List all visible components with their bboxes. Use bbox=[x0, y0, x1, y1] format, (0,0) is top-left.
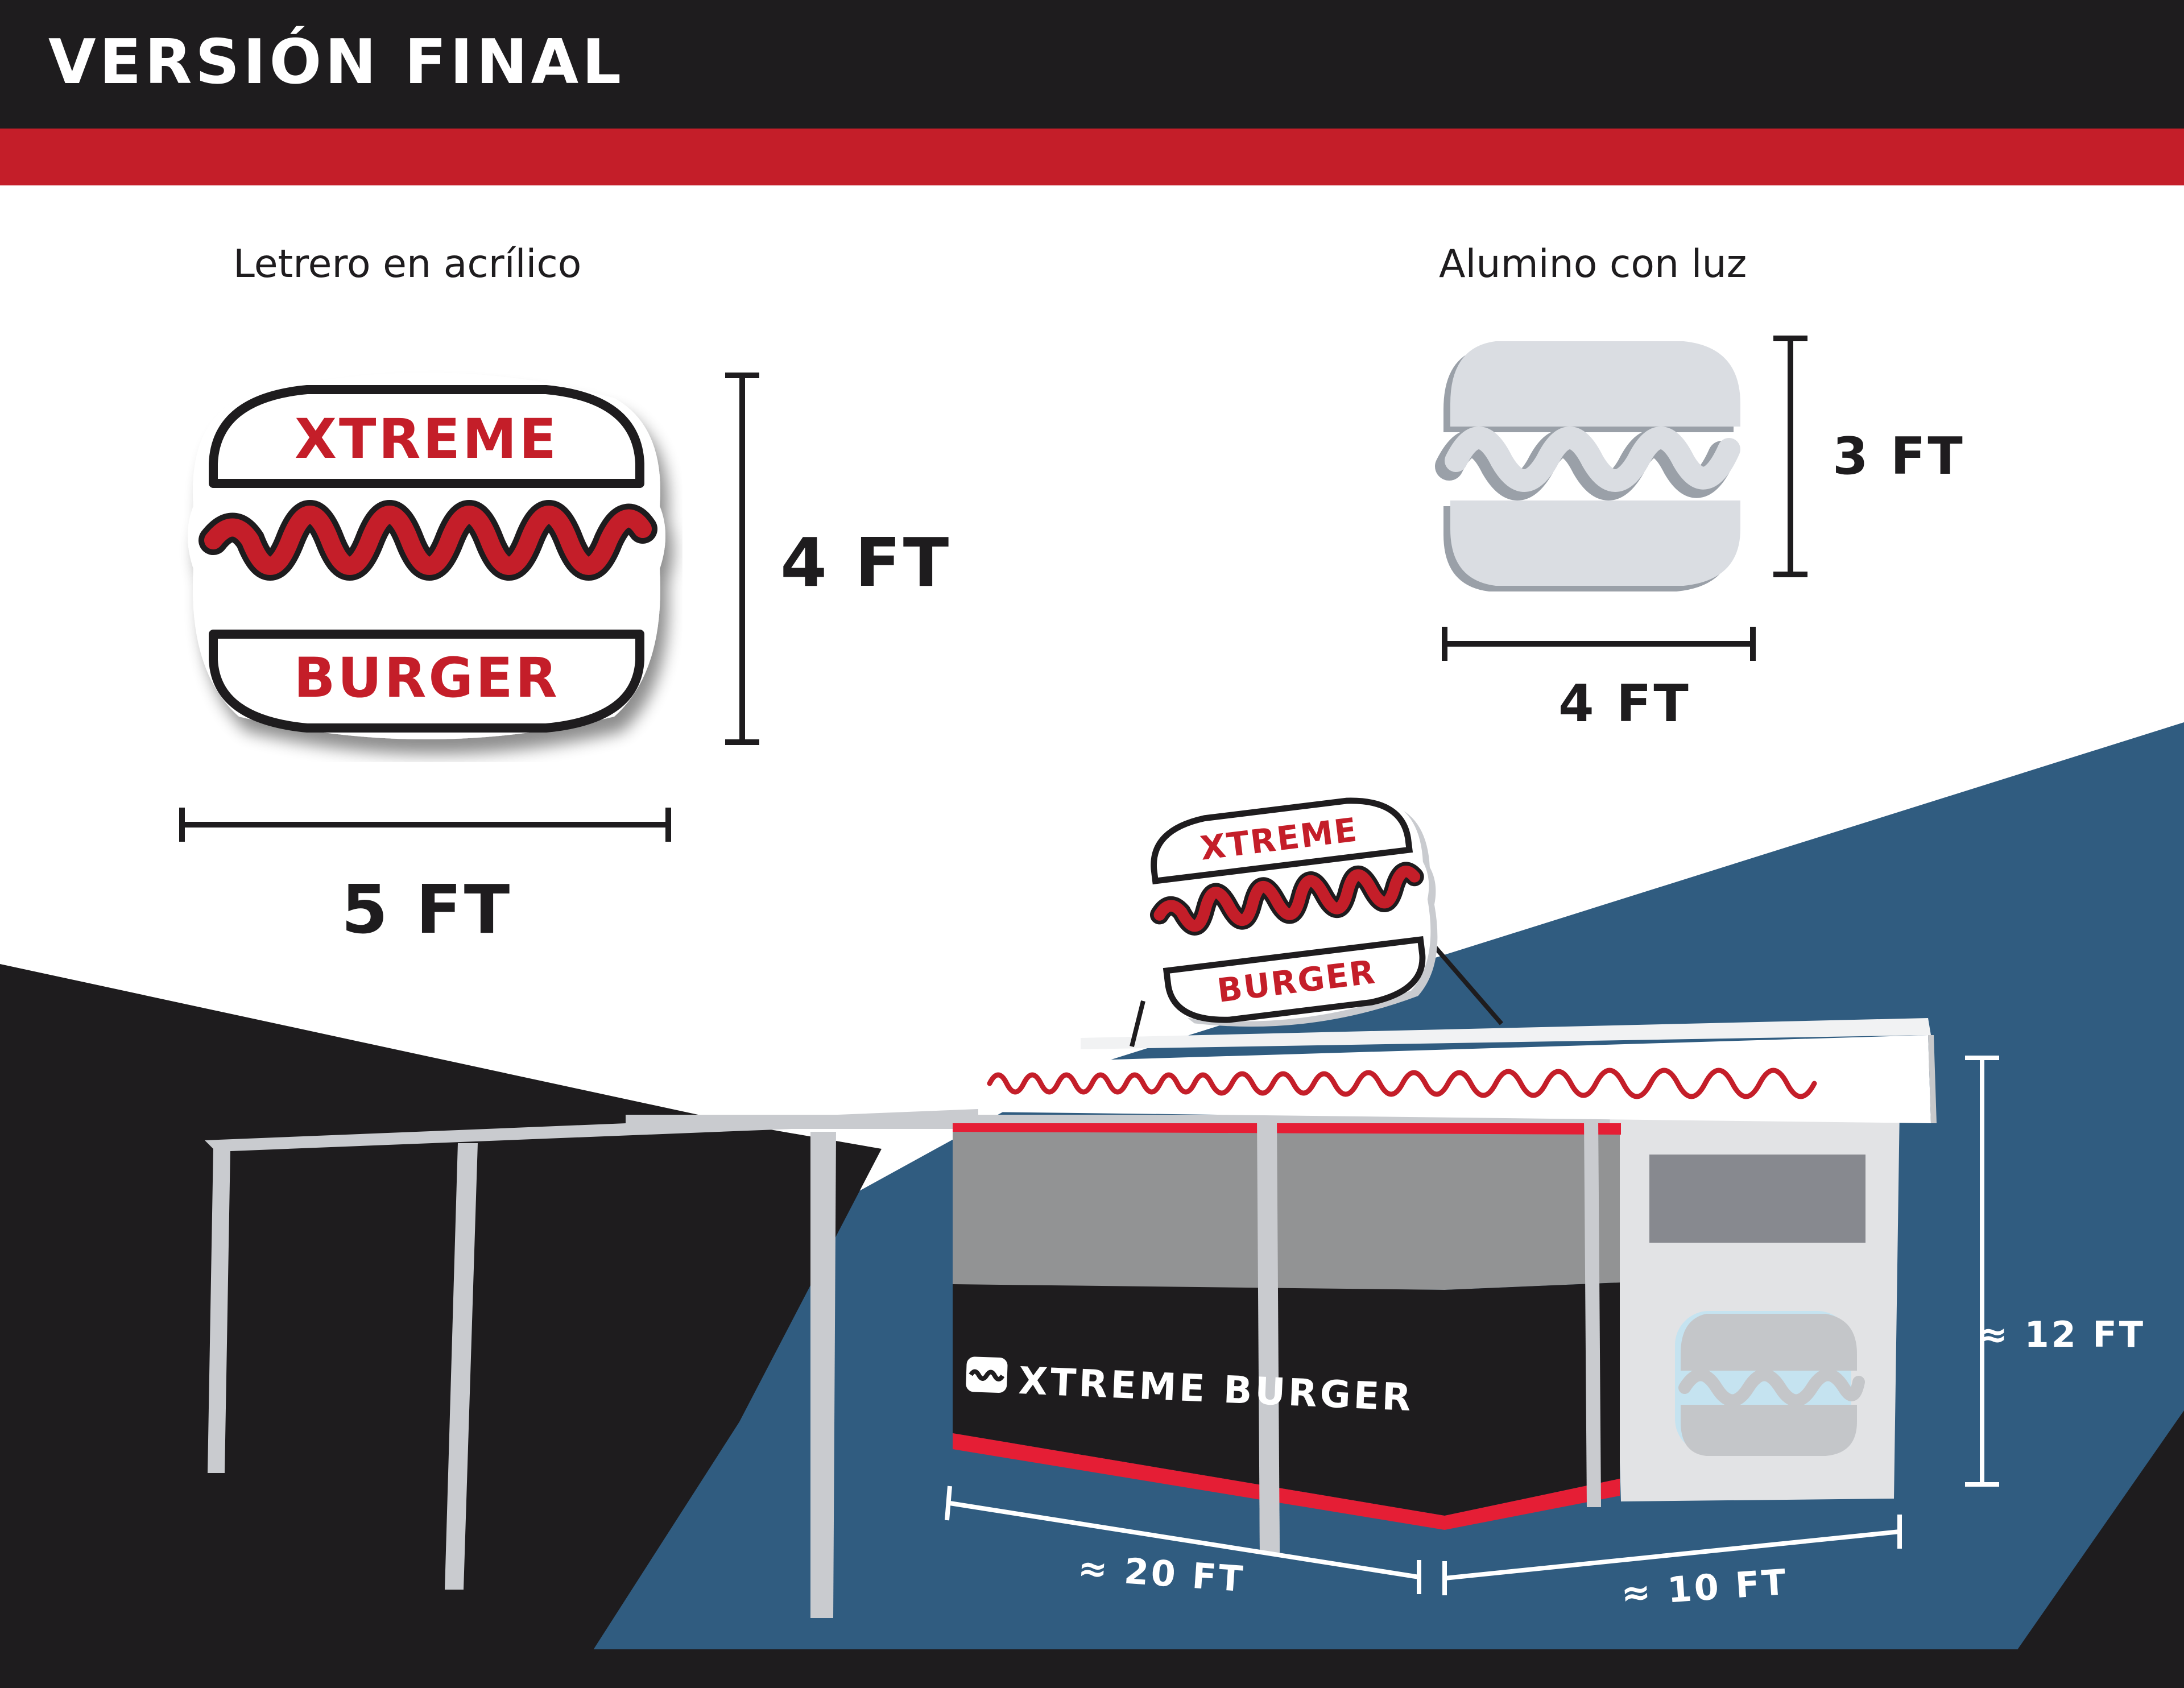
building-height-label: ≈ 12 FT bbox=[1978, 1314, 2146, 1355]
roof-fascia bbox=[981, 1035, 1931, 1123]
aluminum-wave bbox=[1445, 427, 1740, 492]
accent-band bbox=[0, 129, 2184, 185]
roof-wave bbox=[987, 1068, 1817, 1099]
side-window bbox=[1649, 1155, 1866, 1243]
front-wall-top-red bbox=[953, 1123, 1621, 1135]
acrylic-width-label: 5 FT bbox=[341, 870, 512, 949]
front-wall-upper bbox=[953, 1129, 1620, 1290]
wave-fill bbox=[204, 506, 652, 575]
bottom-bun-outline bbox=[209, 630, 644, 733]
acrylic-sign: XTREME BURGER bbox=[188, 373, 665, 739]
aluminum-height-label: 3 FT bbox=[1833, 427, 1965, 486]
roof-sign: XTREME BURGER bbox=[1143, 796, 1438, 1027]
header-bar: VERSIÓN FINAL bbox=[0, 0, 2184, 129]
roof-top bbox=[1081, 1018, 1931, 1049]
logo-bottom-text: BURGER bbox=[293, 646, 559, 710]
right-dark-corner bbox=[1991, 1410, 2184, 1688]
page-title: VERSIÓN FINAL bbox=[48, 27, 625, 98]
aluminum-caption: Alumino con luz bbox=[1439, 242, 1747, 287]
acrylic-caption: Letrero en acrílico bbox=[233, 242, 582, 287]
aluminum-width-label: 4 FT bbox=[1558, 674, 1691, 734]
logo-top-text: XTREME bbox=[295, 407, 559, 471]
top-bun-outline bbox=[209, 385, 644, 488]
bottom-strip bbox=[0, 1649, 2184, 1688]
burger-mini-icon bbox=[966, 1356, 1008, 1393]
side-wall-logo bbox=[1675, 1311, 1865, 1456]
aluminum-bottom-bun bbox=[1450, 500, 1740, 586]
aluminum-sign bbox=[1435, 341, 1740, 591]
aluminum-top-bun bbox=[1450, 341, 1740, 427]
front-wall-lower bbox=[953, 1282, 1620, 1516]
acrylic-height-label: 4 FT bbox=[780, 523, 952, 602]
